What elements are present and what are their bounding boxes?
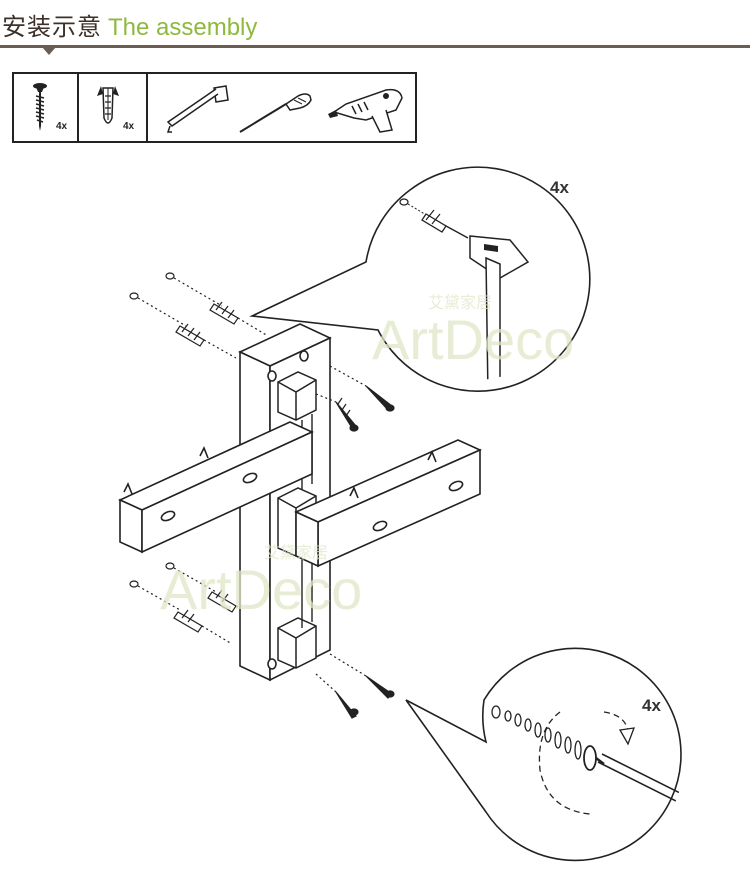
- tools-cell: [146, 74, 415, 141]
- callout-top-detail: [399, 198, 530, 380]
- screws-quantity: 4x: [56, 121, 68, 132]
- plate-screws: [315, 365, 395, 719]
- anchors-quantity: 4x: [123, 121, 135, 132]
- tool-illustrations: [166, 85, 403, 133]
- assembly-diagram: 艾黛家居 ArtDeco 艾黛家居 ArtDeco 4x 4x: [0, 140, 750, 869]
- callout-bottom-detail: [491, 705, 684, 815]
- callout-top-quantity: 4x: [550, 178, 569, 197]
- screws-cell: 4x: [14, 74, 79, 141]
- screw-icon: [33, 83, 47, 131]
- wall-anchor-icon: [97, 86, 119, 124]
- top-fixings: [129, 272, 269, 359]
- tools-required-box: 4x 4x: [12, 72, 417, 143]
- hammer-icon: [166, 85, 229, 133]
- power-drill-icon: [328, 88, 403, 133]
- callout-top-bubble: [249, 166, 591, 392]
- title-chinese: 安装示意: [2, 13, 102, 41]
- right-arm: [294, 439, 482, 568]
- exploded-view: [118, 166, 684, 862]
- screwdriver-icon: [239, 93, 312, 133]
- title-english: The assembly: [108, 14, 258, 41]
- header-notch: [42, 47, 56, 55]
- callout-bottom-bubble: [405, 647, 682, 862]
- header-rule: [0, 45, 750, 48]
- anchors-cell: 4x: [77, 74, 148, 141]
- callout-bottom-quantity: 4x: [642, 696, 661, 715]
- left-arm: [118, 421, 314, 554]
